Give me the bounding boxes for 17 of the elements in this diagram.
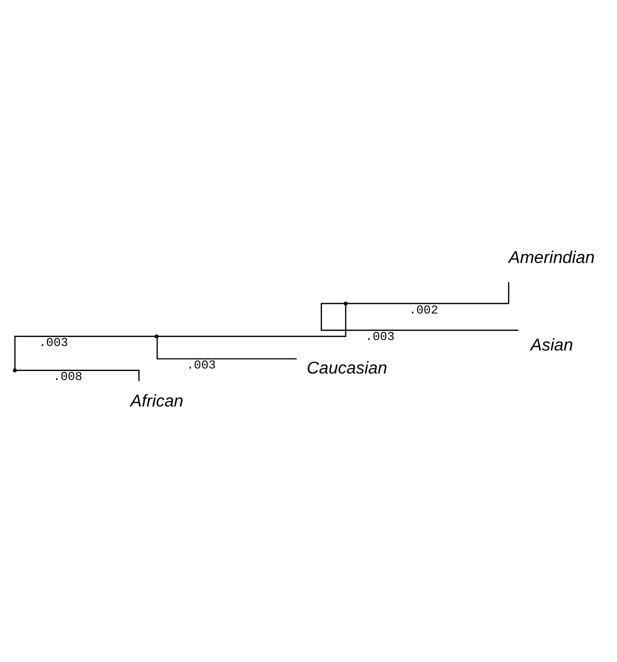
connector [348, 282, 510, 304]
connector [158, 304, 346, 336]
edge-label: .002 [408, 302, 438, 317]
node-text: African [130, 391, 184, 410]
node-point [154, 334, 159, 338]
node-text: Asian [530, 335, 574, 354]
connector [156, 337, 297, 359]
edge-label: .003 [365, 329, 394, 344]
node-point [344, 301, 348, 305]
node-text: Caucasian [306, 358, 388, 378]
node-text: Amerindian [508, 248, 595, 267]
connector [320, 302, 518, 330]
edge-label: .008 [53, 370, 82, 384]
edge-label: .003 [186, 358, 216, 372]
edge-label: .003 [38, 336, 68, 350]
connector [14, 335, 155, 368]
node-point [12, 368, 17, 372]
